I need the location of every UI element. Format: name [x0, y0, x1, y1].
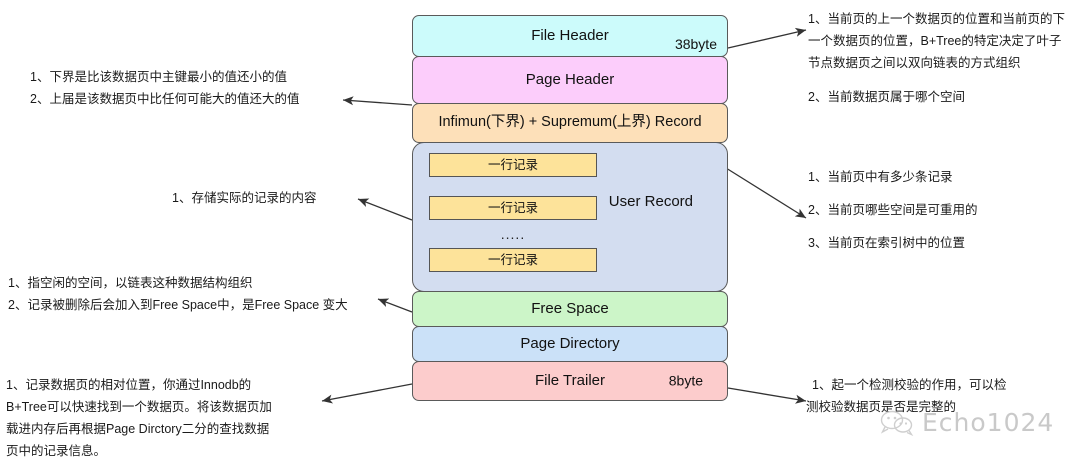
watermark: Echo1024 [880, 408, 1054, 437]
page-header-label-line2: Header [565, 70, 615, 88]
note-line: 2、当前数据页属于哪个空间 [808, 90, 965, 104]
record-ellipsis: ..... [500, 225, 526, 242]
note-line: 1、当前页中有多少条记录 [808, 170, 953, 184]
record-row[interactable]: 一行记录 [429, 248, 597, 272]
note-line: 1、起一个检测校验的作用，可以检 [812, 378, 1007, 392]
block-file-header[interactable]: File Header 38byte [412, 15, 728, 57]
note-file-header: 1、当前页的上一个数据页的位置和当前页的下 一个数据页的位置，B+Tree的特定… [808, 8, 1065, 108]
note-user-record: 1、存储实际的记录的内容 [172, 187, 316, 209]
note-file-trailer: 1、起一个检测校验的作用，可以检 测校验数据页是否是完整的 [806, 374, 1007, 418]
block-free-space-label: Free Space [531, 300, 609, 318]
wechat-icon [880, 410, 914, 436]
note-free-space: 1、指空闲的空间，以链表这种数据结构组织 2、记录被删除后会加入到Free Sp… [8, 272, 348, 316]
block-page-header-label: Page Header [526, 71, 614, 90]
connector-page-header [725, 167, 807, 219]
page-header-label-line1: Page [525, 70, 561, 88]
note-line: 1、指空闲的空间，以链表这种数据结构组织 [8, 276, 253, 290]
note-page-header: 1、当前页中有多少条记录 2、当前页哪些空间是可重用的 3、当前页在索引树中的位… [808, 166, 977, 254]
block-file-trailer-label: File Trailer [534, 372, 605, 390]
file-trailer-size: 8byte [668, 372, 703, 389]
note-line: 测校验数据页是否是完整的 [806, 400, 957, 414]
user-record-label-line2: Record [644, 193, 693, 210]
block-infimum-supremum-label: Infimun(下界) + Supremum(上界) Record [438, 114, 702, 131]
connector-file-trailer [727, 387, 807, 404]
note-page-directory: 1、记录数据页的相对位置，你通过Innodb的 B+Tree可以快速找到一个数据… [6, 374, 272, 462]
connector-page-directory [321, 383, 413, 404]
block-page-header[interactable]: Page Header [412, 56, 728, 104]
page-structure-stack: File Header 38byte Page Header Infimun(下… [412, 15, 728, 401]
block-user-record-label: User Record [609, 193, 693, 212]
note-line: 载进内存后再根据Page Dirctory二分的查找数据 [6, 422, 270, 436]
note-line: 1、记录数据页的相对位置，你通过Innodb的 [6, 378, 252, 392]
note-line: 1、存储实际的记录的内容 [172, 191, 317, 205]
note-line: B+Tree可以快速找到一个数据页。将该数据页加 [6, 400, 272, 414]
note-line: 节点数据页之间以双向链表的方式组织 [808, 56, 1021, 70]
block-free-space[interactable]: Free Space [412, 291, 728, 327]
file-header-size: 38byte [674, 36, 717, 53]
note-line: 1、下界是比该数据页中主键最小的值还小的值 [30, 70, 287, 84]
note-line: 页中的记录信息。 [6, 444, 107, 458]
block-infimum-supremum[interactable]: Infimun(下界) + Supremum(上界) Record [412, 103, 728, 143]
connector-infimum [342, 96, 413, 106]
block-user-record[interactable]: 一行记录 一行记录 ..... 一行记录 User Record [412, 142, 728, 292]
user-record-label-line1: User [608, 193, 641, 210]
record-row[interactable]: 一行记录 [429, 196, 597, 220]
connector-file-header [727, 27, 807, 49]
note-line: 2、当前页哪些空间是可重用的 [808, 203, 978, 217]
connector-free-space [377, 298, 413, 313]
watermark-text: Echo1024 [922, 408, 1055, 437]
note-line: 3、当前页在索引树中的位置 [808, 236, 965, 250]
block-page-directory-label: Page Directory [520, 335, 620, 353]
note-infimum-supremum: 1、下界是比该数据页中主键最小的值还小的值 2、上届是该数据页中比任何可能大的值… [30, 66, 299, 110]
block-page-directory[interactable]: Page Directory [412, 326, 728, 362]
block-file-trailer[interactable]: File Trailer 8byte [412, 361, 728, 401]
block-file-header-label: File Header [531, 27, 609, 45]
connector-user-record-left [357, 198, 413, 221]
note-line: 2、记录被删除后会加入到Free Space中，是Free Space 变大 [8, 298, 348, 312]
user-record-rows: 一行记录 一行记录 ..... 一行记录 [429, 153, 597, 272]
record-row[interactable]: 一行记录 [429, 153, 597, 177]
note-line: 2、上届是该数据页中比任何可能大的值还大的值 [30, 92, 300, 106]
record-gap [429, 177, 597, 196]
note-line: 一个数据页的位置，B+Tree的特定决定了叶子 [808, 34, 1062, 48]
note-line: 1、当前页的上一个数据页的位置和当前页的下 [808, 12, 1065, 26]
